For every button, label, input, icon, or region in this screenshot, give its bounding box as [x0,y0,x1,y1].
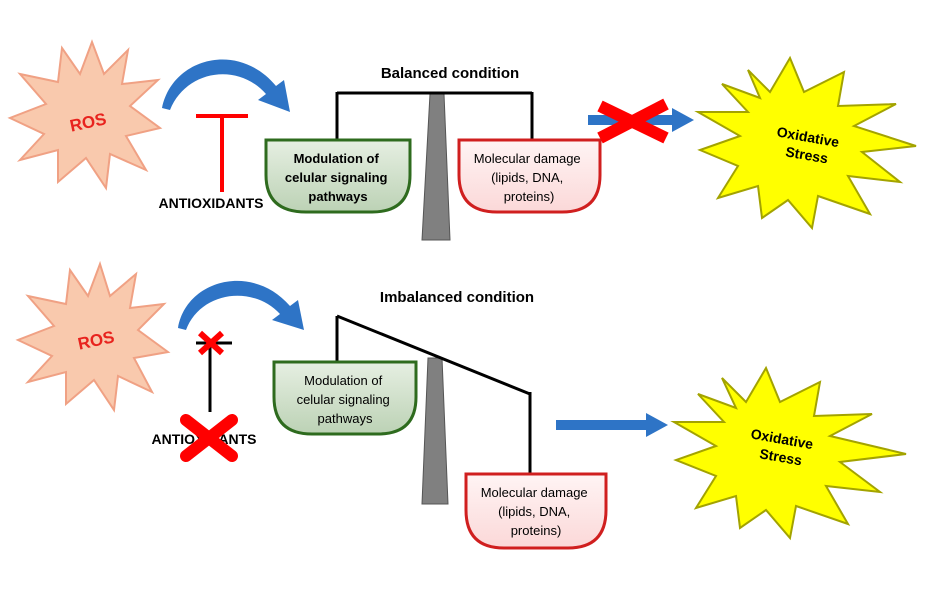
bottom-broken-inhibition-icon [196,330,232,412]
top-inhibition-icon [196,114,248,192]
bottom-right-pan [464,472,608,550]
bottom-arrow-icon [556,413,668,437]
top-left-pan-label: Modulation of celular signaling pathways [285,151,391,204]
top-curved-arrow-icon [162,59,290,112]
bottom-scale-pillar [421,357,449,505]
top-scale-pillar [421,93,451,241]
top-right-pan [457,138,602,214]
bottom-title: Imbalanced condition [380,289,534,306]
top-scale-beam [335,91,534,140]
bottom-curved-arrow-icon [178,280,304,330]
top-left-pan [264,138,412,214]
bottom-panel: ROS ANTIOXIDANTS Imbalanced condition [15,260,907,550]
top-blocked-cross-icon [597,98,669,144]
bottom-antioxidants-cross-icon [180,414,238,462]
top-panel: ROS ANTIOXIDANTS Balanced condition Modu… [7,39,917,241]
top-right-pan-label: Molecular damage (lipids, DNA, proteins) [474,151,585,204]
bottom-ros-burst-icon [15,260,171,413]
bottom-right-pan-label: Molecular damage (lipids, DNA, proteins) [481,485,592,538]
top-title: Balanced condition [381,65,519,82]
top-ros-burst-icon [7,39,163,191]
top-antioxidants-label: ANTIOXIDANTS [159,195,264,211]
top-oxidative-stress-burst-icon [694,55,917,231]
bottom-oxidative-stress-burst-icon [670,365,907,541]
bottom-left-pan-label: Modulation of celular signaling pathways [297,373,394,426]
bottom-left-pan [272,360,418,436]
bottom-scale-beam [335,314,532,474]
